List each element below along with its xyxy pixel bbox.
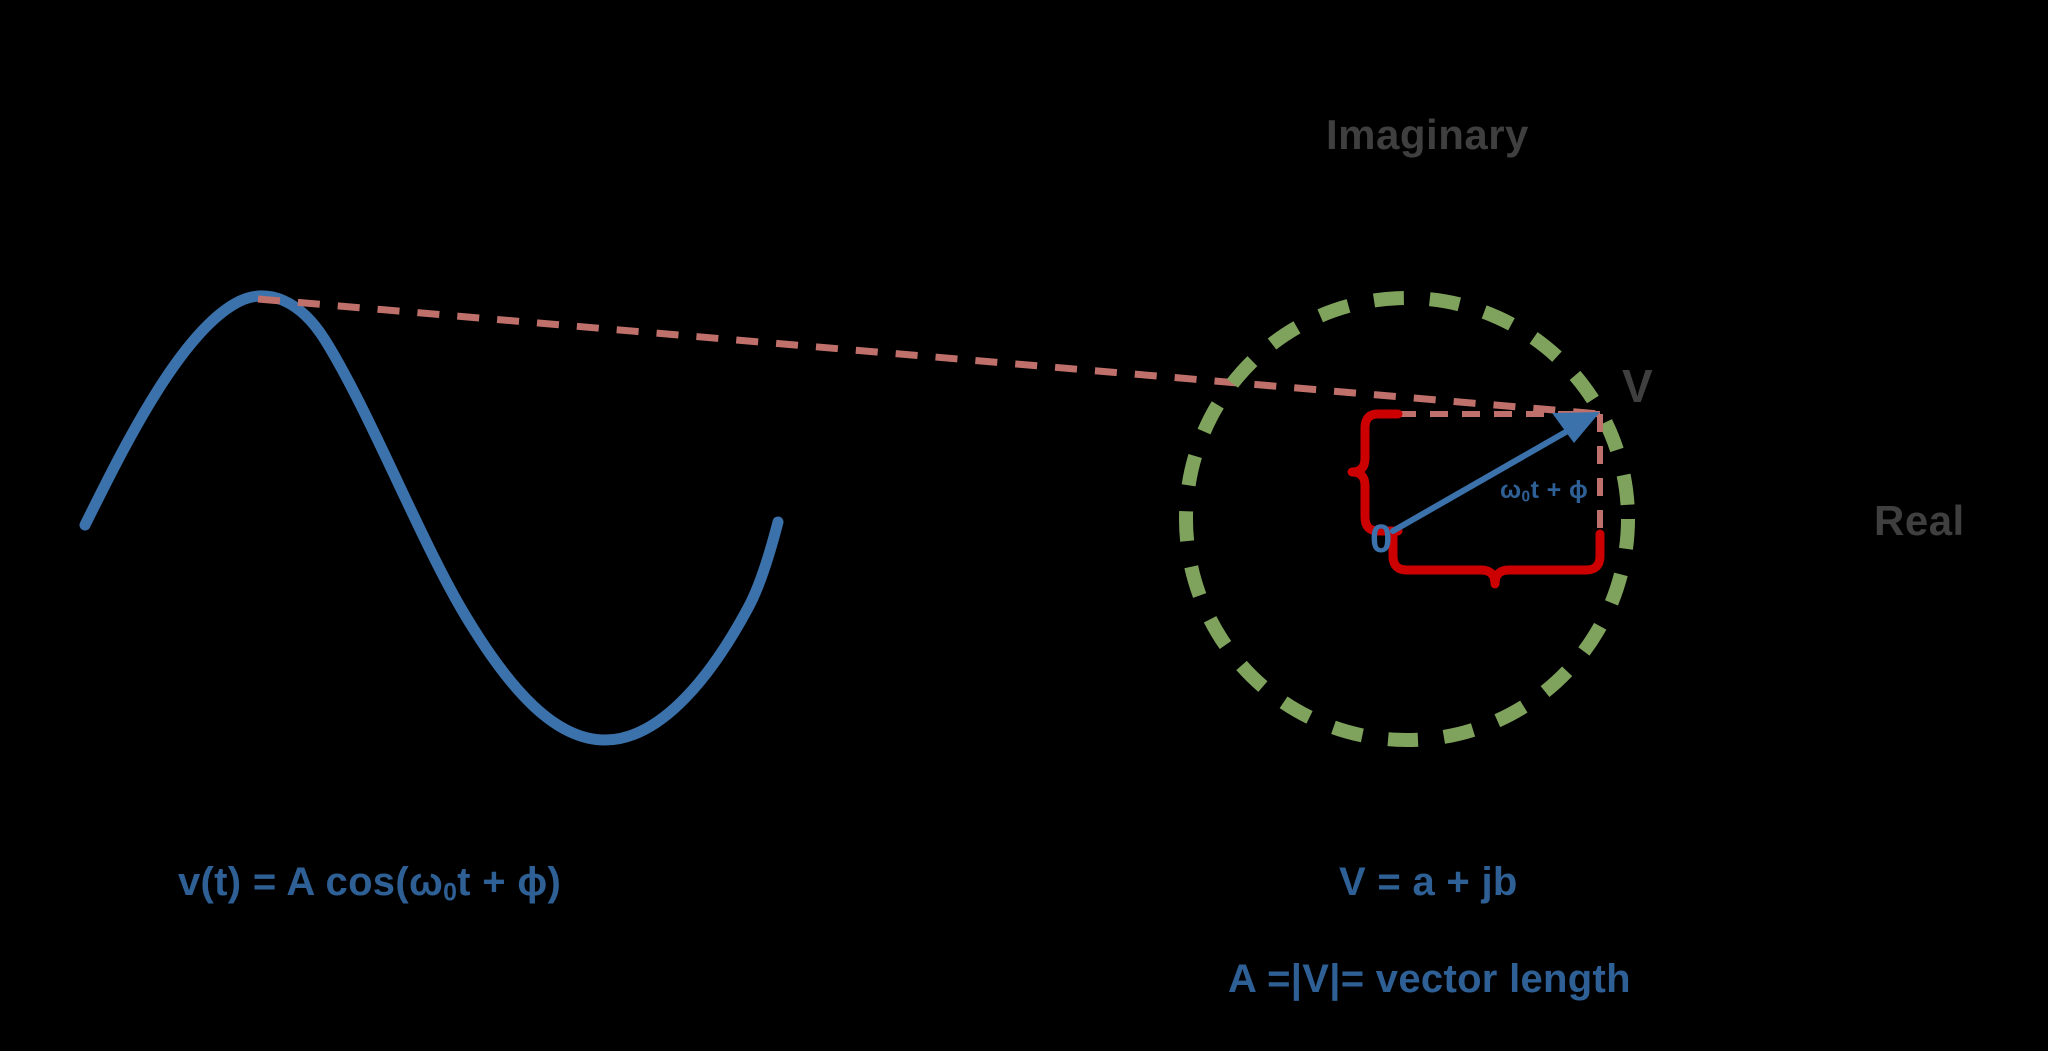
imaginary-axis-label: Imaginary bbox=[1326, 111, 1529, 158]
cosine-waveform bbox=[79, 290, 784, 746]
magnitude-formula: A =|V|= vector length bbox=[1228, 957, 1631, 1001]
formula-post: t + ϕ) bbox=[457, 860, 562, 904]
phasor-rectangular-formula: V = a + jb bbox=[1339, 860, 1518, 904]
amplitude-circle bbox=[1179, 291, 1635, 747]
real-component-brace bbox=[1388, 529, 1605, 589]
phase-angle-suffix: t + ϕ bbox=[1530, 476, 1589, 504]
time-domain-formula: v(t) = A cos(ω0t + ϕ) bbox=[178, 862, 561, 906]
formula-sub: 0 bbox=[443, 879, 458, 907]
real-axis-label: Real bbox=[1874, 497, 1965, 544]
phasor-vector-arrow bbox=[1390, 412, 1600, 534]
amplitude-projection-line bbox=[257, 295, 1601, 418]
imaginary-component-brace bbox=[1347, 409, 1403, 536]
phase-angle-prefix: ω bbox=[1500, 476, 1522, 504]
phase-angle-subscript: 0 bbox=[1521, 488, 1531, 506]
phase-angle-label: ω0t + ϕ bbox=[1500, 478, 1588, 505]
formula-pre: v(t) = A cos(ω bbox=[178, 860, 444, 904]
origin-label: 0 bbox=[1370, 517, 1393, 561]
phasor-vector-label: V bbox=[1622, 360, 1653, 412]
